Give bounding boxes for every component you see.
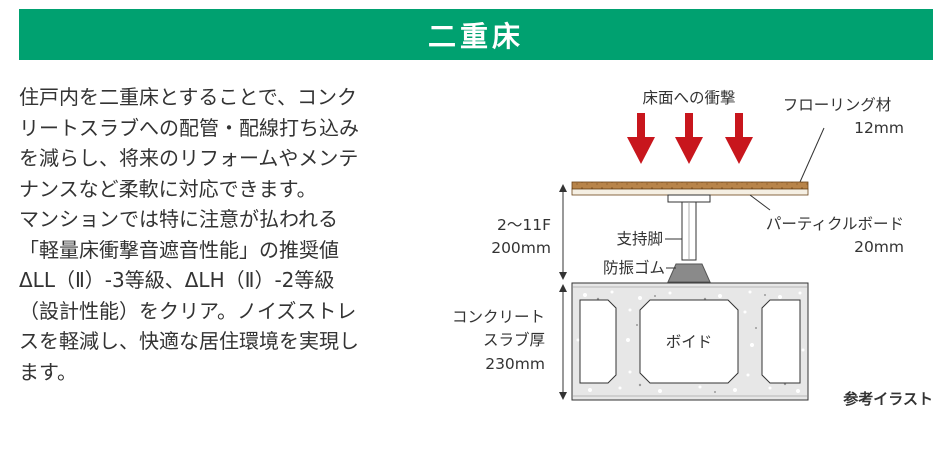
rubber-pad xyxy=(667,263,711,283)
impact-arrow-icon xyxy=(675,113,703,164)
slab-label-2: スラブ厚 xyxy=(483,330,545,349)
void-left xyxy=(579,299,617,384)
particle-board-leader-line xyxy=(749,194,771,211)
slab-label-1: コンクリート xyxy=(452,308,545,326)
impact-arrow-icon xyxy=(725,113,753,164)
particle-board-layer xyxy=(571,188,809,196)
void-right xyxy=(761,299,801,384)
section-header: 二重床 xyxy=(19,9,933,60)
description-paragraph-2: マンションでは特に注意が払われる「軽量床衝撃音遮音性能」の推奨値ΔLL（Ⅱ）-3… xyxy=(19,207,359,384)
illustration-caption: 参考イラスト xyxy=(843,390,933,408)
support-leg-label: 支持脚 xyxy=(616,230,663,248)
slab-dimension xyxy=(559,284,567,400)
description-text: 住戸内を二重床とすることで、コンクリートスラブへの配管・配線打ち込みを減らし、将… xyxy=(19,82,364,387)
particle-board-label: パーティクルボード xyxy=(766,215,904,233)
height-dimension xyxy=(559,184,567,280)
slab-thickness: 230mm xyxy=(485,355,545,373)
impact-arrow-icon xyxy=(627,113,655,164)
impact-label: 床面への衝撃 xyxy=(642,89,735,107)
section-title: 二重床 xyxy=(427,19,524,53)
height-value: 200mm xyxy=(491,239,551,257)
support-leg xyxy=(667,194,711,283)
concrete-slab xyxy=(571,282,809,401)
void-center xyxy=(639,299,739,384)
void-label: ボイド xyxy=(666,333,713,351)
flooring-layer xyxy=(571,181,809,190)
rubber-label: 防振ゴム xyxy=(603,258,665,277)
height-range: 2〜11F xyxy=(497,216,551,234)
flooring-label: フローリング材 xyxy=(783,96,892,114)
flooring-leader-line xyxy=(799,127,825,183)
flooring-thickness: 12mm xyxy=(854,119,904,137)
particle-board-thickness: 20mm xyxy=(854,238,904,256)
description-paragraph-1: 住戸内を二重床とすることで、コンクリートスラブへの配管・配線打ち込みを減らし、将… xyxy=(19,85,359,201)
impact-arrows xyxy=(627,113,753,164)
